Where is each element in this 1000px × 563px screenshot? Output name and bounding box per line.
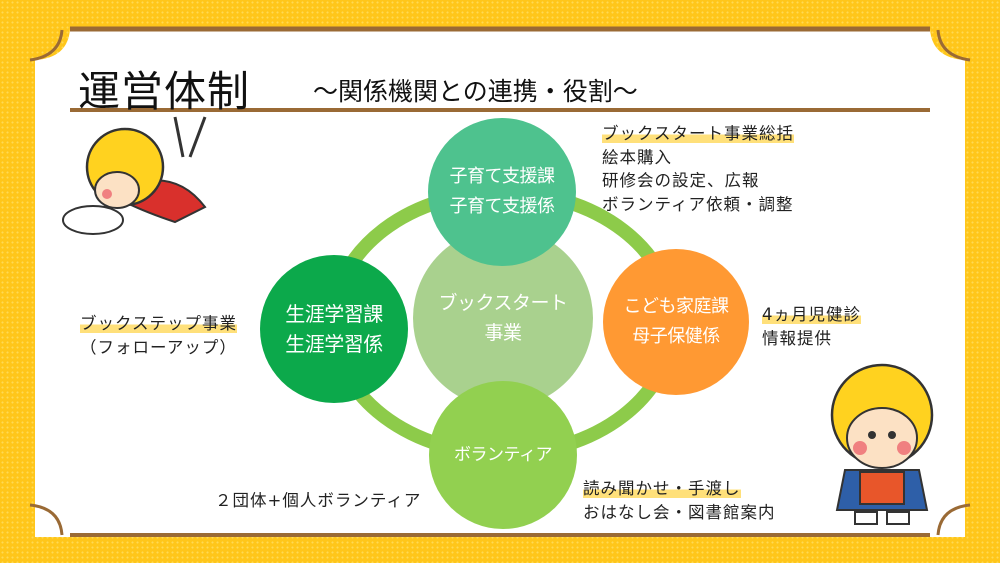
note-line: ボランティア依頼・調整 bbox=[602, 194, 794, 214]
right-node-label: こども家庭課 母子保健係 bbox=[623, 292, 730, 352]
left-circle bbox=[260, 255, 408, 403]
left-line1: 生涯学習課 bbox=[285, 302, 383, 326]
left-line2: 生涯学習係 bbox=[285, 332, 383, 356]
notes-right: 4ヵ月児健診 情報提供 bbox=[762, 303, 861, 350]
right-line2: 母子保健係 bbox=[632, 326, 720, 347]
bottom-line1: ボランティア bbox=[454, 445, 552, 465]
note-line: 情報提供 bbox=[762, 328, 832, 348]
center-line2: 事業 bbox=[484, 322, 522, 344]
bottom-node-label: ボランティア bbox=[454, 440, 552, 470]
center-circle bbox=[413, 228, 593, 408]
note-line: ブックステップ事業 bbox=[80, 314, 238, 333]
note-line: 読み聞かせ・手渡し bbox=[583, 479, 741, 498]
note-line: 研修会の設定、広報 bbox=[602, 171, 760, 190]
notes-left: ブックステップ事業 （フォローアップ） bbox=[80, 312, 238, 359]
page-title: 運営体制 bbox=[78, 67, 251, 116]
top-line2: 子育て支援係 bbox=[449, 196, 556, 217]
center-line1: ブックスタート bbox=[438, 292, 568, 314]
reading-mascot-illustration bbox=[830, 363, 934, 525]
left-node-label: 生涯学習課 生涯学習係 bbox=[285, 299, 383, 359]
flying-mascot-illustration bbox=[62, 116, 207, 235]
page-subtitle: ～関係機関との連携・役割～ bbox=[313, 77, 638, 106]
note-line: （フォローアップ） bbox=[80, 337, 237, 357]
right-circle bbox=[603, 249, 749, 395]
note-line: おはなし会・図書館案内 bbox=[583, 502, 776, 522]
center-node-label: ブックスタート 事業 bbox=[439, 288, 568, 348]
notes-top-right: ブックスタート事業総括 絵本購入 研修会の設定、広報 ボランティア依頼・調整 bbox=[602, 122, 795, 216]
notes-bottom-left: ２団体+個人ボランティア bbox=[215, 491, 422, 510]
note-line: 絵本購入 bbox=[602, 147, 672, 167]
top-line1: 子育て支援課 bbox=[449, 166, 556, 187]
bottom-circle bbox=[429, 381, 577, 529]
top-circle bbox=[428, 118, 576, 266]
top-node-label: 子育て支援課 子育て支援係 bbox=[449, 162, 556, 222]
note-line: ブックスタート事業総括 bbox=[602, 124, 795, 143]
right-line1: こども家庭課 bbox=[623, 296, 730, 317]
note-line: 4ヵ月児健診 bbox=[762, 305, 861, 324]
notes-bottom-right: 読み聞かせ・手渡し おはなし会・図書館案内 bbox=[583, 477, 776, 524]
